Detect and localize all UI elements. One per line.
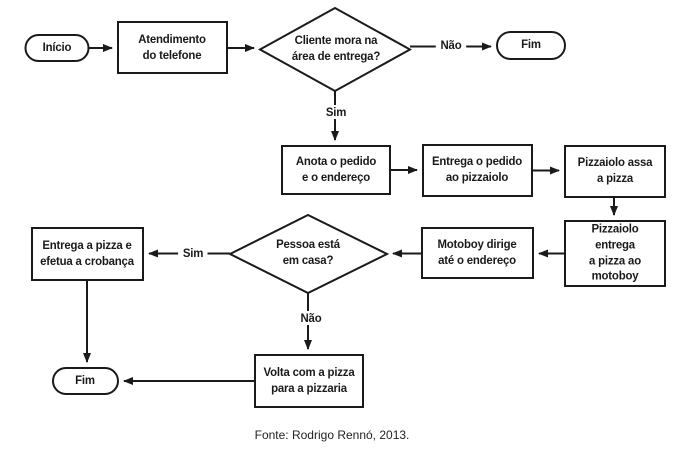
terminator-fim-top [496,31,566,60]
process-entrega-motoboy [564,220,666,287]
process-anota [281,145,391,195]
process-entrega-cobra [31,227,144,281]
terminator-inicio [24,34,90,62]
source-caption: Fonte: Rodrigo Rennó, 2013. [254,428,410,442]
process-assa [564,145,666,198]
process-motoboy-dirige [421,227,534,279]
process-entrega-pedido [422,144,533,197]
decision-pessoa-casa [227,213,390,295]
process-atendimento [117,21,228,74]
terminator-fim-bottom [52,367,119,395]
process-volta [254,354,364,408]
decision-cliente-area [257,6,413,93]
